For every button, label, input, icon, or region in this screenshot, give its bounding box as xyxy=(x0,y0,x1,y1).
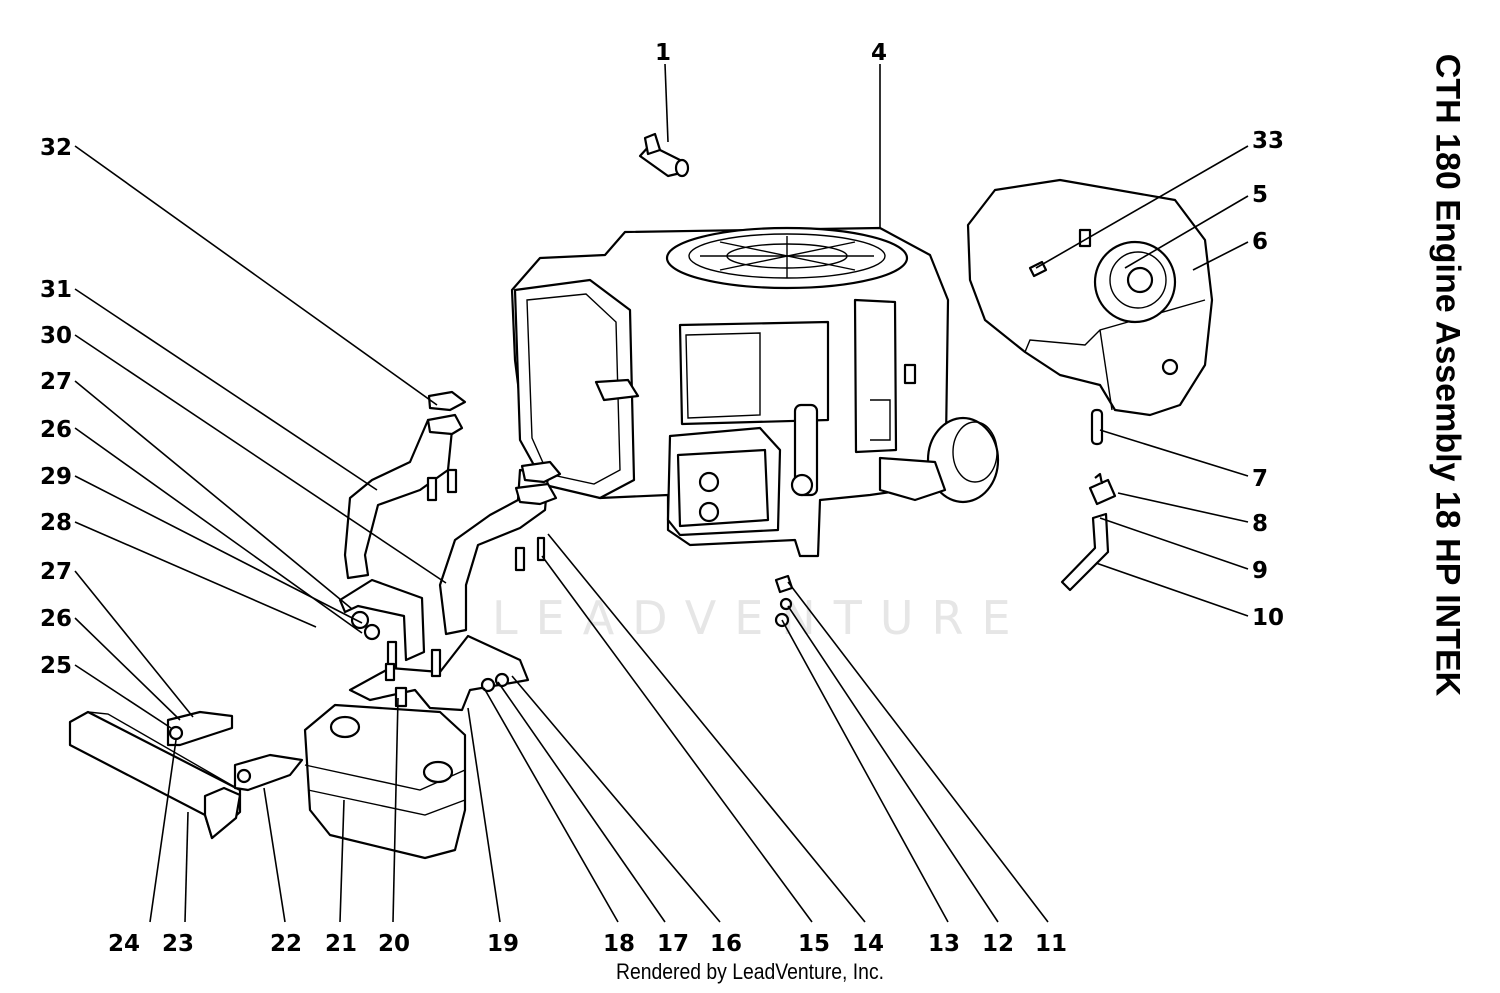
fuel-line-parts xyxy=(1060,408,1117,592)
callout-24: 24 xyxy=(108,931,140,957)
callout-25: 25 xyxy=(40,653,72,679)
callout-32: 32 xyxy=(40,135,72,161)
callout-1: 1 xyxy=(655,40,671,66)
callout-17: 17 xyxy=(657,931,689,957)
callout-22: 22 xyxy=(270,931,302,957)
callout-21: 21 xyxy=(325,931,357,957)
callout-18: 18 xyxy=(603,931,635,957)
callout-19: 19 xyxy=(487,931,519,957)
leader-lines xyxy=(74,63,1249,923)
callout-28: 28 xyxy=(40,510,72,536)
callout-23: 23 xyxy=(162,931,194,957)
callout-26-lower: 26 xyxy=(40,606,72,632)
callout-15: 15 xyxy=(798,931,830,957)
callout-33: 33 xyxy=(1252,128,1284,154)
diagram-title: CTH 180 Engine Assembly 18 HP INTEK xyxy=(1428,53,1467,697)
callout-4: 4 xyxy=(871,40,887,66)
muffler-brackets xyxy=(338,578,530,712)
callout-27-upper: 27 xyxy=(40,369,72,395)
part-1-fitting xyxy=(638,132,690,178)
callout-12: 12 xyxy=(982,931,1014,957)
callout-20: 20 xyxy=(378,931,410,957)
callout-30: 30 xyxy=(40,323,72,349)
callout-31: 31 xyxy=(40,277,72,303)
callout-5: 5 xyxy=(1252,182,1268,208)
callout-8: 8 xyxy=(1252,511,1268,537)
callout-7: 7 xyxy=(1252,466,1268,492)
callout-9: 9 xyxy=(1252,558,1268,584)
footer-credit: Rendered by LeadVenture, Inc. xyxy=(615,959,885,984)
muffler xyxy=(303,686,467,860)
callout-14: 14 xyxy=(852,931,884,957)
callout-10: 10 xyxy=(1252,605,1284,631)
callout-29: 29 xyxy=(40,464,72,490)
engine-assembly xyxy=(510,226,1000,558)
heat-shield xyxy=(68,710,304,840)
callout-27-lower: 27 xyxy=(40,559,72,585)
fuel-tank xyxy=(966,178,1214,417)
exhaust-pipes xyxy=(343,390,562,636)
callout-13: 13 xyxy=(928,931,960,957)
watermark: LEADVENTURE xyxy=(492,591,1029,645)
callout-6: 6 xyxy=(1252,229,1268,255)
callout-16: 16 xyxy=(710,931,742,957)
callout-11: 11 xyxy=(1035,931,1067,957)
callout-numbers: 1 4 32 33 5 6 31 30 27 26 29 28 27 26 25… xyxy=(40,40,1284,957)
callout-26-upper: 26 xyxy=(40,417,72,443)
